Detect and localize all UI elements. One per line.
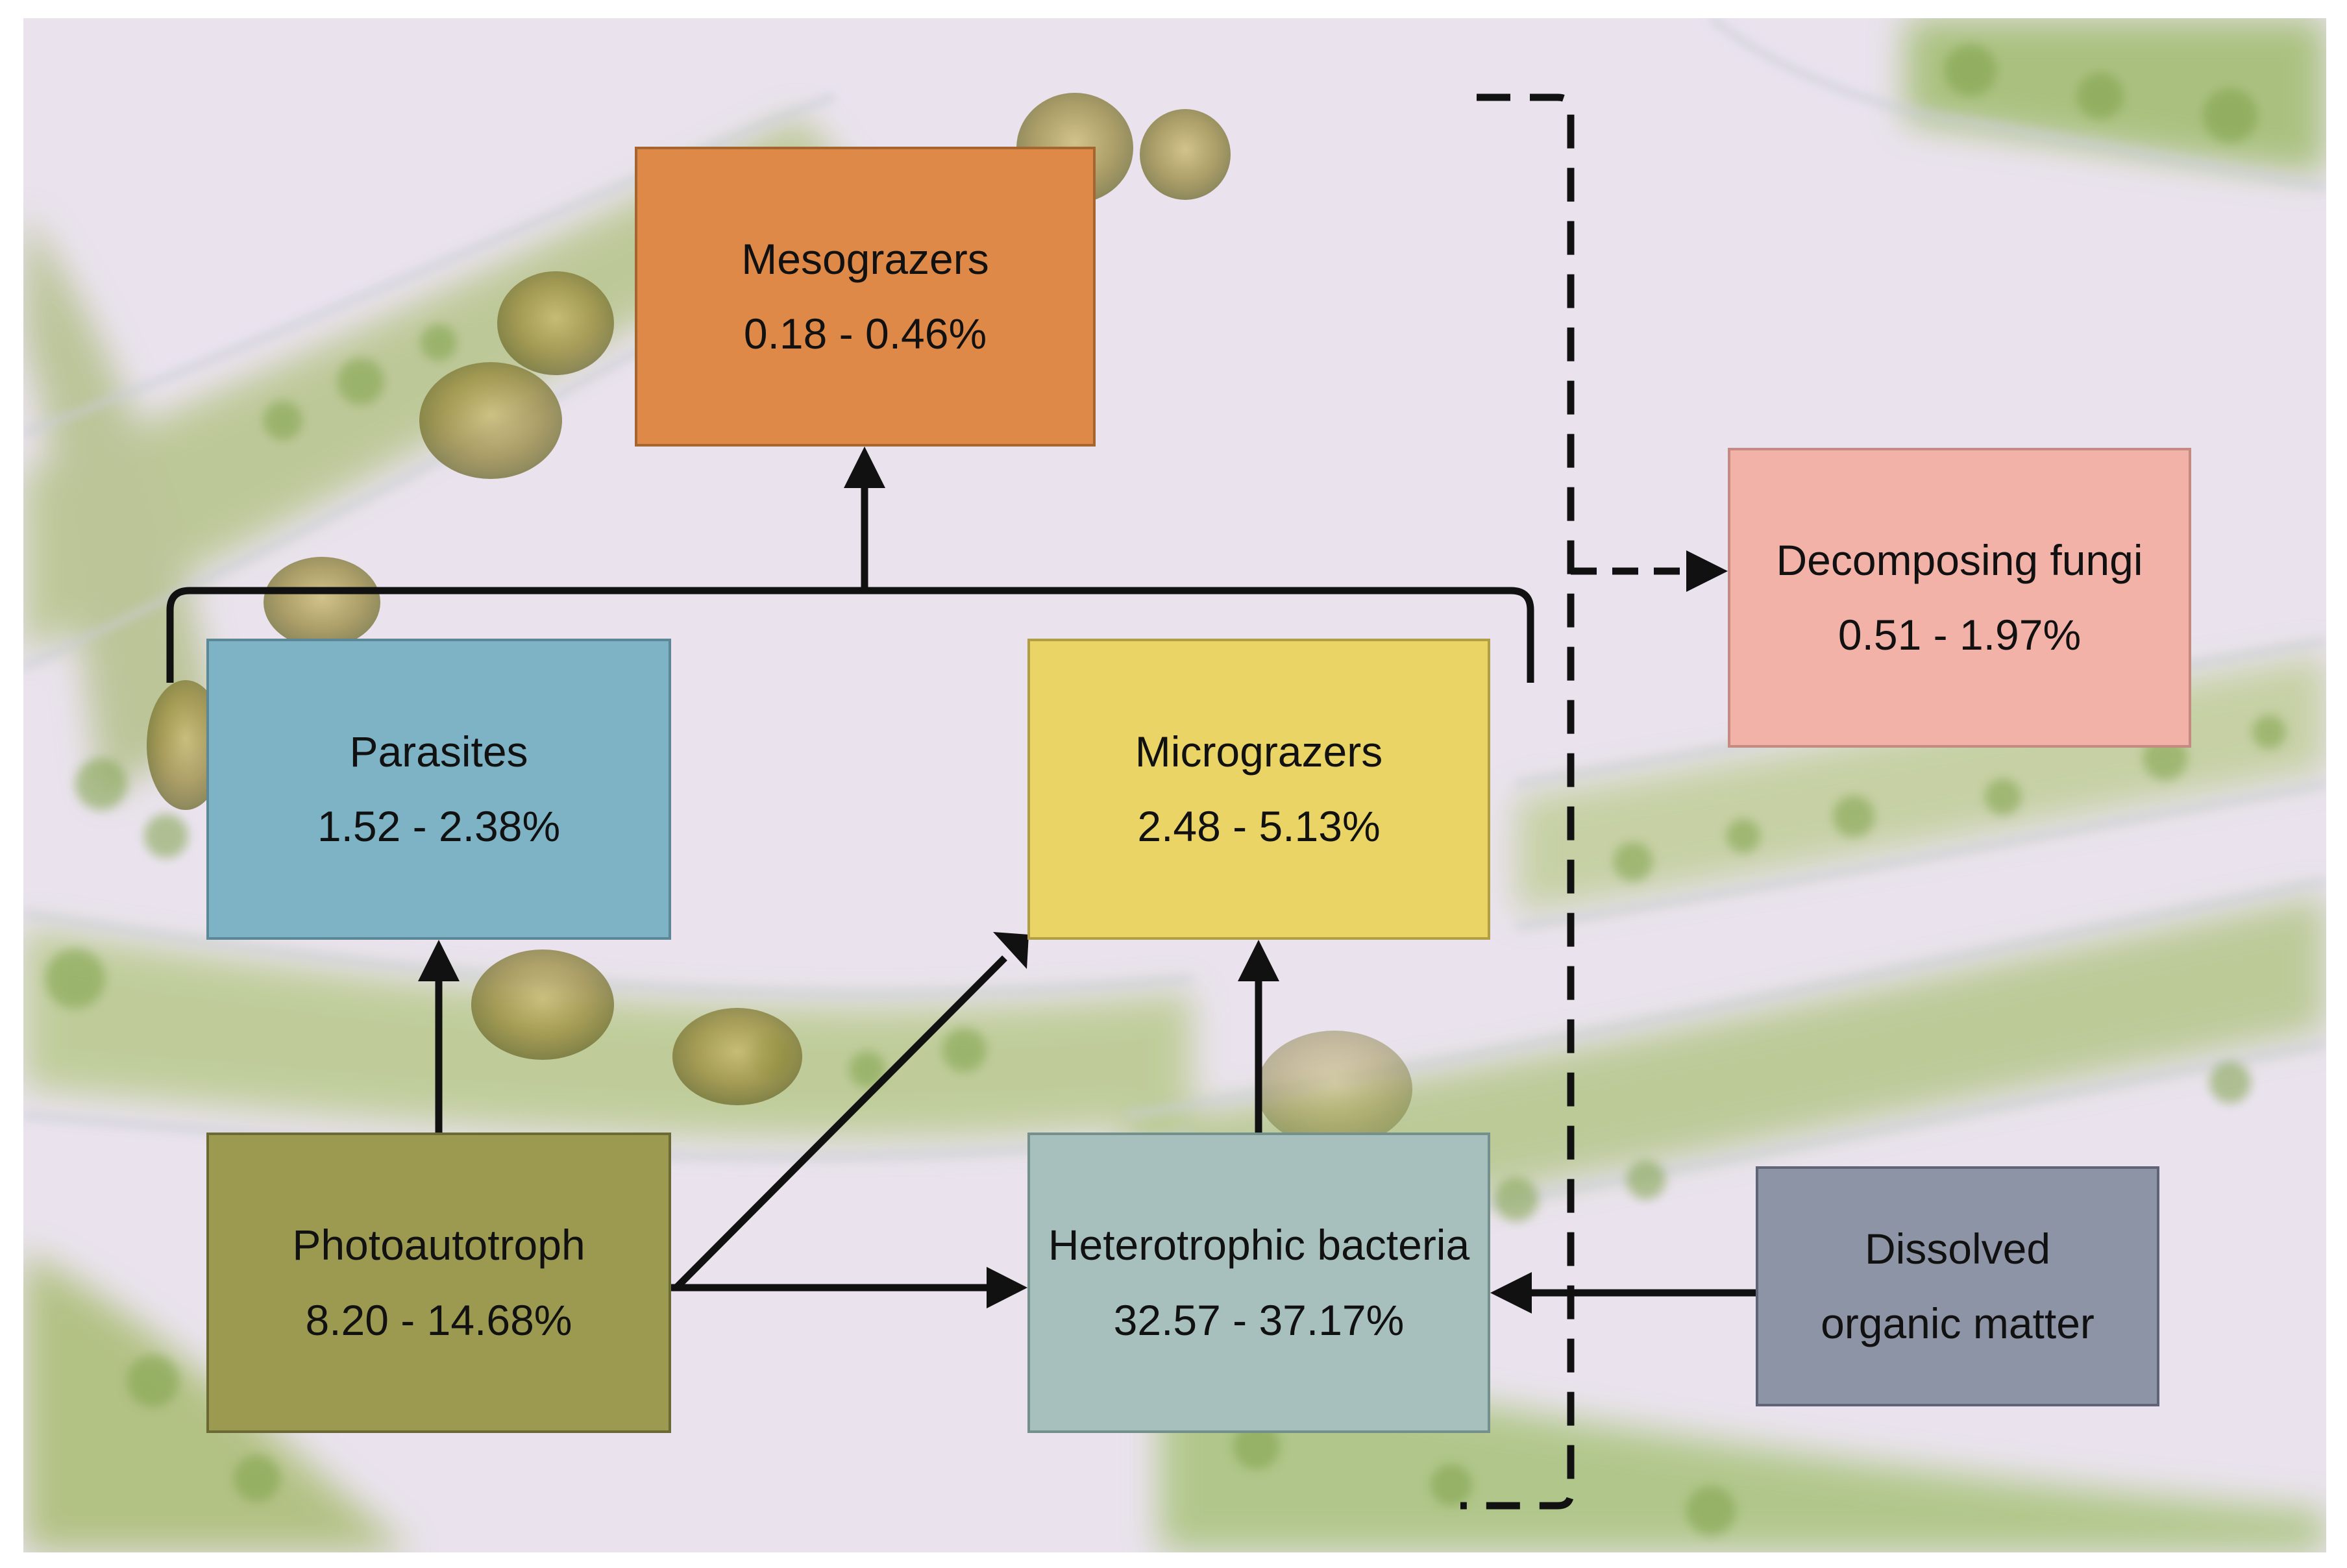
mesograzers-value: 0.18 - 0.46%: [743, 310, 987, 358]
mesograzers-label: Mesograzers: [741, 234, 989, 283]
dissolved-organic-matter-label-line1: Dissolved: [1864, 1224, 2051, 1273]
decomposing-fungi-value: 0.51 - 1.97%: [1837, 611, 2082, 659]
photoautotroph-label: Photoautotroph: [292, 1221, 585, 1269]
micrograzers-value: 2.48 - 5.13%: [1137, 802, 1381, 850]
node-heterotrophic-bacteria: Heterotrophic bacteria 32.57 - 37.17%: [1027, 1133, 1490, 1433]
node-micrograzers: Micrograzers 2.48 - 5.13%: [1027, 639, 1490, 940]
decomposing-fungi-label: Decomposing fungi: [1776, 535, 2143, 584]
micrograzers-label: Micrograzers: [1135, 727, 1383, 776]
dissolved-organic-matter-label-line2: organic matter: [1821, 1299, 2095, 1347]
node-dissolved-organic-matter: Dissolved organic matter: [1756, 1166, 2159, 1406]
parasites-label: Parasites: [349, 727, 528, 776]
node-mesograzers: Mesograzers 0.18 - 0.46%: [635, 147, 1096, 447]
parasites-value: 1.52 - 2.38%: [317, 802, 561, 850]
node-parasites: Parasites 1.52 - 2.38%: [206, 639, 671, 940]
heterotrophic-bacteria-value: 32.57 - 37.17%: [1113, 1295, 1405, 1344]
photoautotroph-value: 8.20 - 14.68%: [305, 1295, 572, 1344]
heterotrophic-bacteria-label: Heterotrophic bacteria: [1048, 1221, 1470, 1269]
node-photoautotroph: Photoautotroph 8.20 - 14.68%: [206, 1133, 671, 1433]
node-decomposing-fungi: Decomposing fungi 0.51 - 1.97%: [1728, 448, 2191, 748]
